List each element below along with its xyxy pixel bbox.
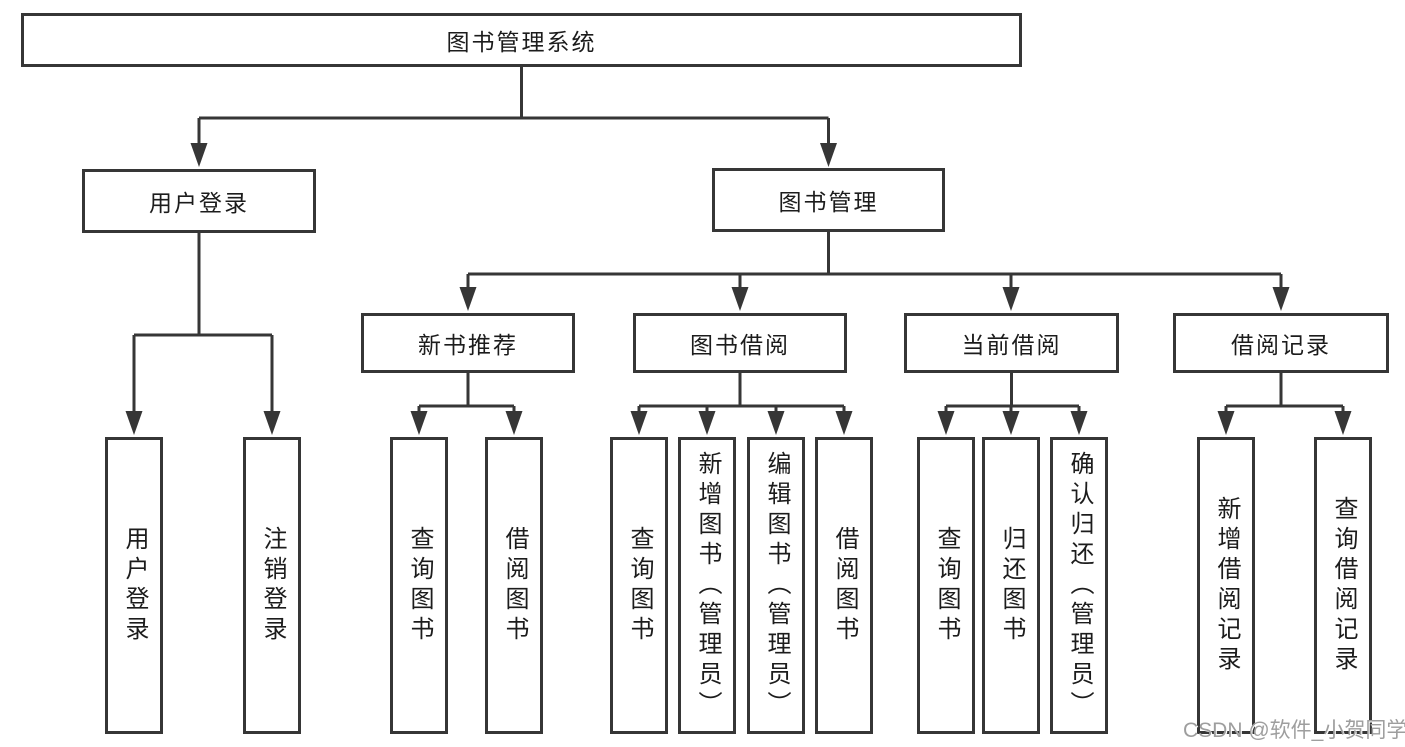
node-label: 新增图书（管理员） (694, 450, 721, 721)
node-label: 当前借阅 (961, 332, 1062, 358)
arrowhead-book-mgmt (820, 143, 837, 167)
node-leaf-query-borrow-record: 查询借阅记录 (1314, 437, 1372, 734)
node-leaf-query-books-current: 查询图书 (917, 437, 975, 734)
arrowhead-br-query (1334, 411, 1352, 435)
arrowhead-logout (263, 411, 281, 435)
node-leaf-logout: 注销登录 (243, 437, 301, 734)
node-leaf-user-login: 用户登录 (105, 437, 163, 734)
arrowhead-newbook (459, 287, 477, 311)
arrowhead-cb-confirm (1070, 411, 1088, 435)
node-label: 确认归还（管理员） (1066, 450, 1093, 721)
node-label: 图书借阅 (690, 332, 790, 358)
edge-records-children (1224, 370, 1345, 421)
node-leaf-confirm-return-admin: 确认归还（管理员） (1050, 437, 1108, 734)
node-label: 图书管理 (778, 189, 879, 215)
arrowhead-bb-query (630, 411, 648, 435)
node-borrow-records: 借阅记录 (1173, 313, 1389, 373)
node-leaf-add-books-admin: 新增图书（管理员） (678, 437, 736, 734)
node-leaf-borrow-books: 借阅图书 (815, 437, 873, 734)
edge-borrow-children (637, 370, 846, 421)
edge-root-to-level2 (197, 64, 830, 152)
arrowhead-borrow (731, 287, 749, 311)
node-label: 查询图书 (933, 525, 960, 646)
node-label: 图书管理系统 (446, 29, 597, 55)
node-leaf-edit-books-admin: 编辑图书（管理员） (747, 437, 805, 734)
arrowhead-bb-add (698, 411, 716, 435)
node-leaf-return-books: 归还图书 (982, 437, 1040, 734)
node-label: 借阅记录 (1231, 332, 1331, 358)
arrowhead-nb-query (410, 411, 428, 435)
arrowhead-current (1002, 287, 1020, 311)
node-label: 查询借阅记录 (1330, 495, 1357, 676)
node-library-management-system: 图书管理系统 (21, 13, 1022, 67)
node-label: 借阅图书 (831, 525, 858, 646)
arrowhead-br-add (1217, 411, 1235, 435)
arrowhead-records (1272, 287, 1290, 311)
node-label: 查询图书 (406, 525, 433, 646)
arrowhead-nb-borrow (505, 411, 523, 435)
node-leaf-borrow-books-newbook: 借阅图书 (485, 437, 543, 734)
node-label: 查询图书 (626, 525, 653, 646)
edge-newbook-children (417, 370, 516, 421)
node-book-borrowing: 图书借阅 (633, 313, 847, 373)
arrowhead-bb-edit (767, 411, 785, 435)
edge-user-login-children (132, 230, 274, 420)
connector-arrowheads (125, 143, 1352, 435)
arrowhead-cb-return (1002, 411, 1020, 435)
arrowhead-bb-borrow (835, 411, 853, 435)
node-label: 归还图书 (998, 525, 1025, 646)
node-label: 新增借阅记录 (1213, 495, 1240, 676)
node-new-book-recommend: 新书推荐 (361, 313, 575, 373)
node-label: 注销登录 (259, 525, 286, 646)
connector-edges (132, 64, 1345, 421)
arrowhead-login (125, 411, 143, 435)
node-book-management: 图书管理 (712, 168, 945, 232)
node-label: 编辑图书（管理员） (763, 450, 790, 721)
arrowhead-cb-query (937, 411, 955, 435)
node-label: 用户登录 (149, 190, 249, 216)
node-label: 用户登录 (121, 525, 148, 646)
arrowhead-user-login (190, 143, 208, 167)
node-leaf-query-books-borrow: 查询图书 (610, 437, 668, 734)
node-leaf-query-books-newbook: 查询图书 (390, 437, 448, 734)
node-label: 新书推荐 (418, 332, 518, 358)
node-leaf-add-borrow-record: 新增借阅记录 (1197, 437, 1255, 734)
node-user-login: 用户登录 (82, 169, 316, 233)
edge-book-mgmt-children (466, 229, 1283, 296)
node-current-borrowing: 当前借阅 (904, 313, 1119, 373)
node-label: 借阅图书 (501, 525, 528, 646)
csdn-watermark: CSDN @软件_小贺同学 (1183, 719, 1405, 742)
